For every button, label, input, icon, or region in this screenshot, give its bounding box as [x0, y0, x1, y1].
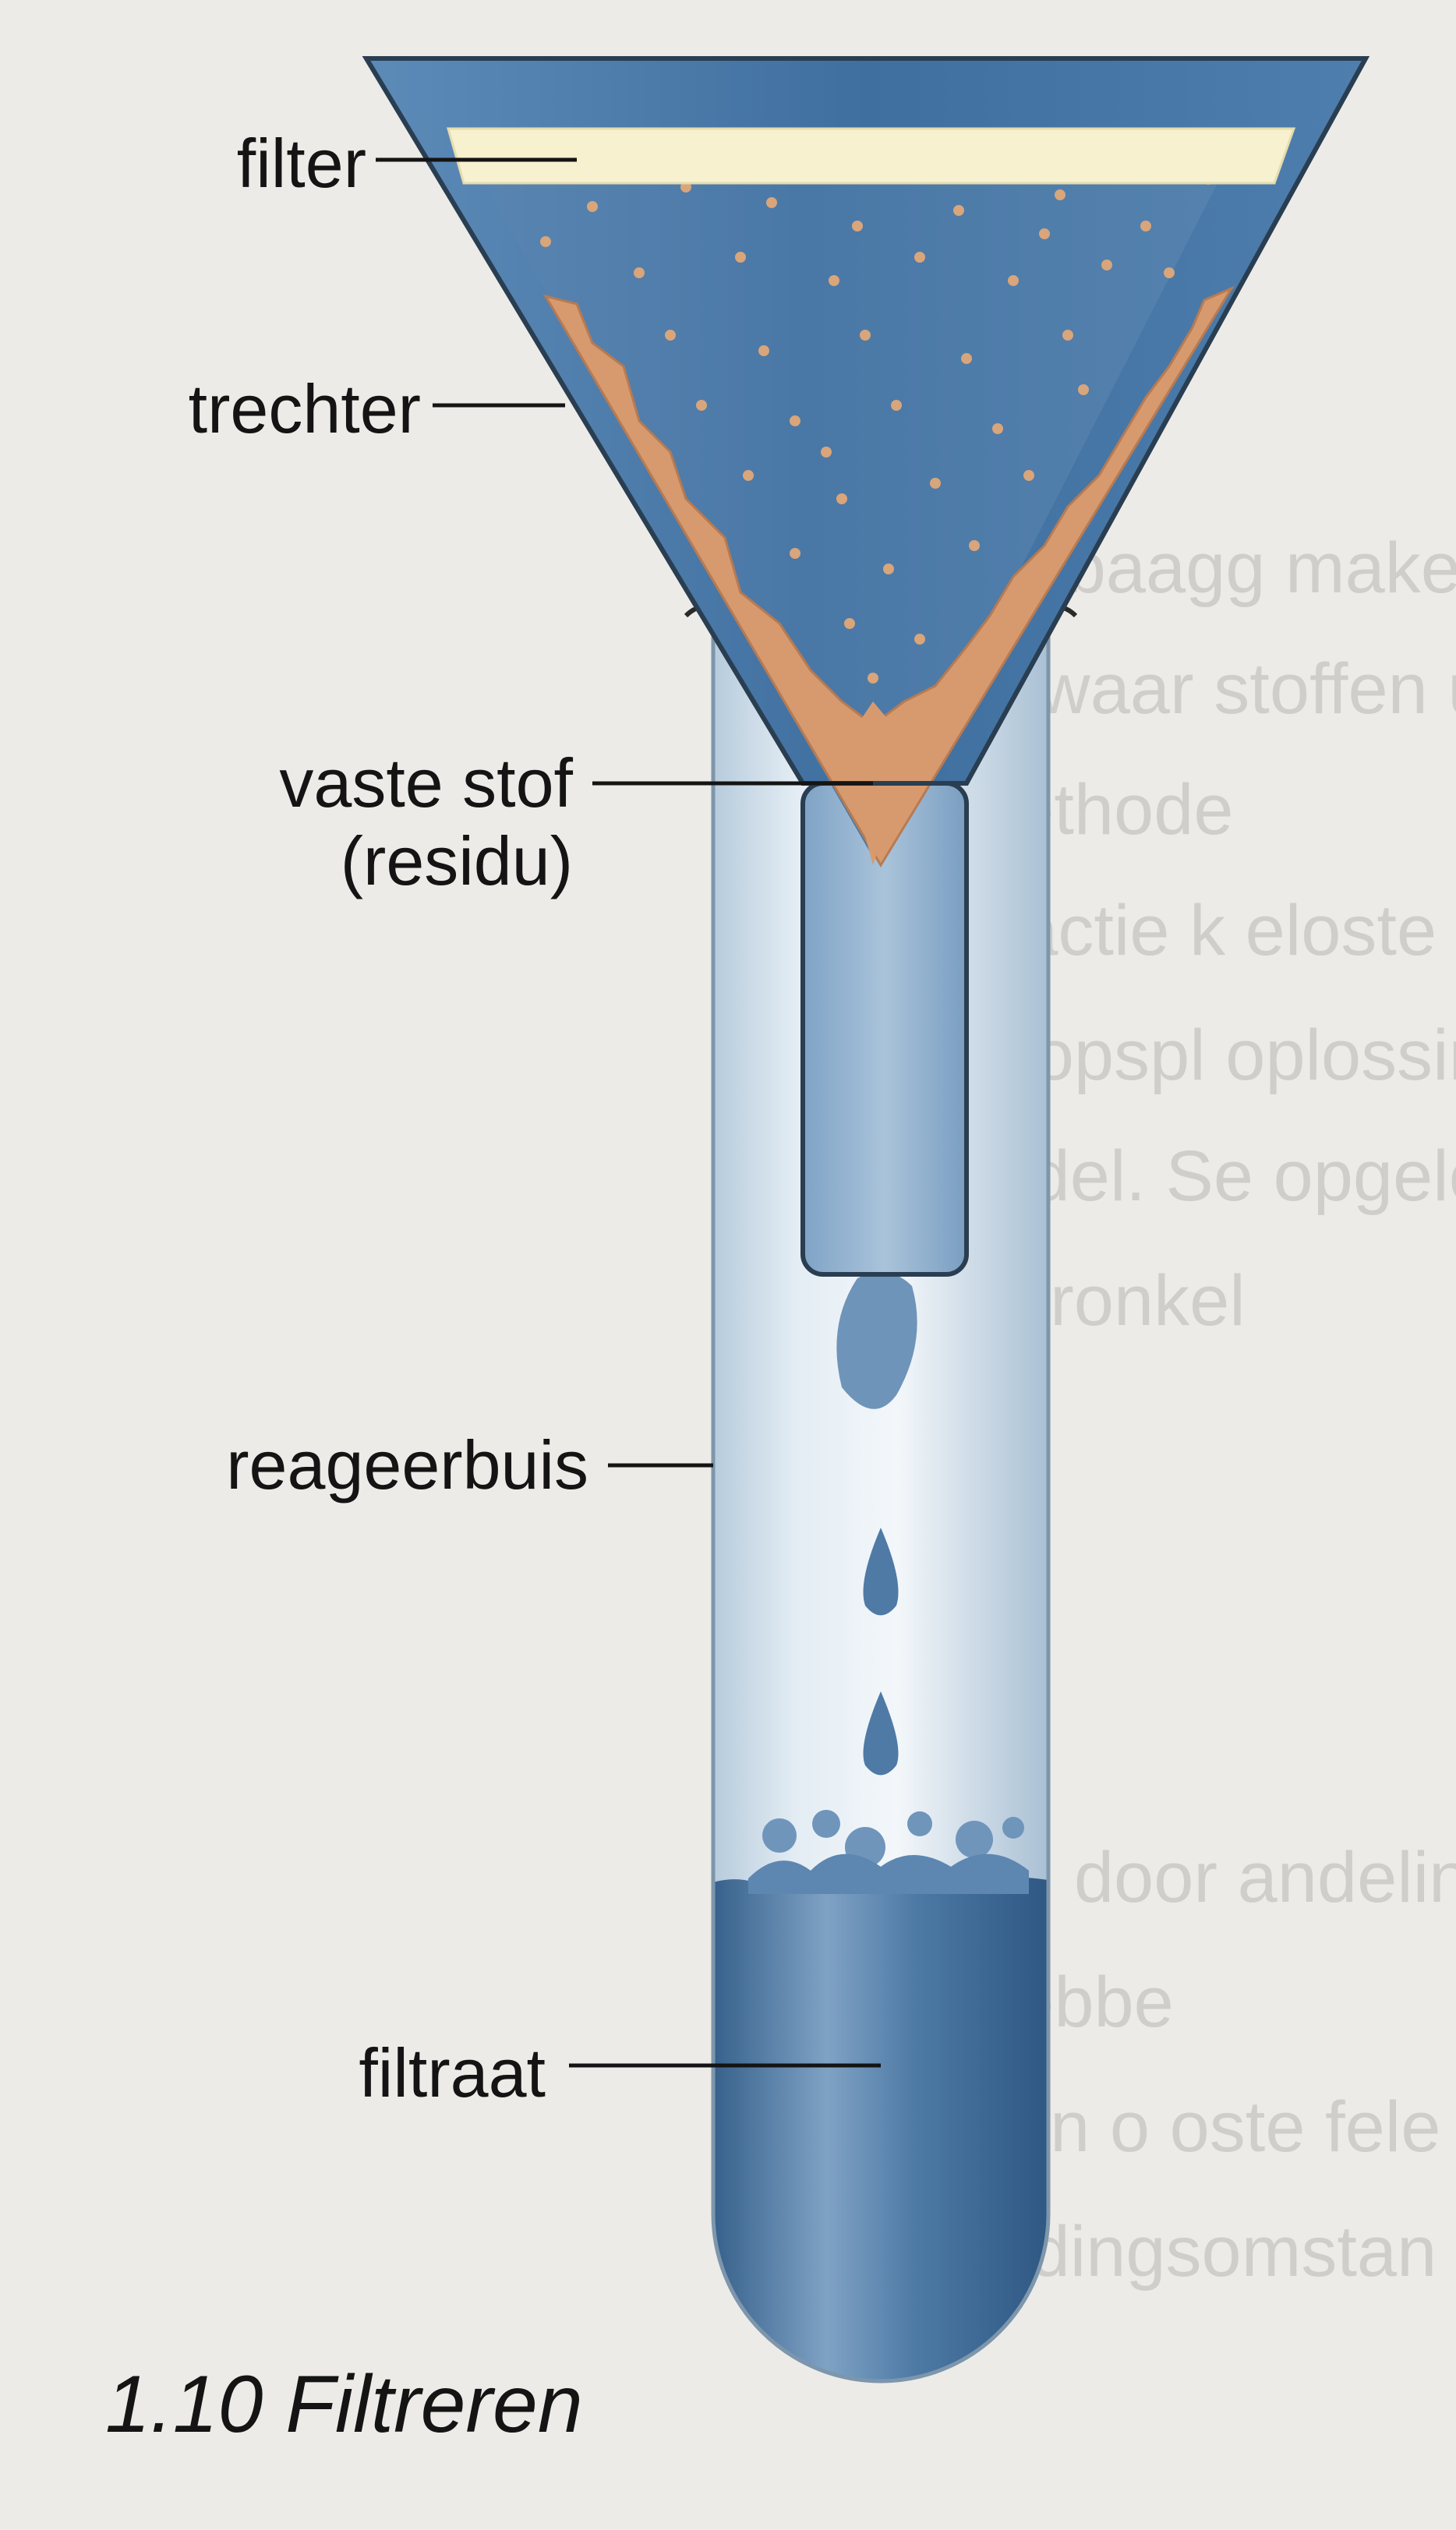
bleed-line: eidingsomstan	[974, 2212, 1437, 2291]
bleed-line: tractie k eloste	[974, 891, 1437, 970]
bleed-line: en door andeling	[974, 1838, 1456, 1917]
funnel-label: trechter	[189, 370, 421, 447]
bleed-line: van o oste fele	[974, 2087, 1440, 2167]
funnel	[362, 56, 1370, 867]
figure-caption: 1.10 Filtreren	[105, 2359, 583, 2450]
residue-label: (residu)	[341, 822, 573, 899]
background-bleed-text: losbaagg maken. e, waar stoffen uit neth…	[959, 528, 1456, 2291]
particles	[540, 158, 1214, 684]
filter-paper	[447, 127, 1296, 185]
filter-label: filter	[237, 125, 366, 202]
filtrate-liquid	[713, 1877, 1048, 2381]
bleed-line: iddel. Se opgeloste	[974, 1136, 1456, 1216]
leader-lines	[376, 157, 881, 2068]
splash	[748, 1810, 1029, 1894]
drops	[836, 1272, 917, 1776]
filtrate-label: filtraat	[359, 2034, 546, 2111]
solid-label: vaste stof	[279, 744, 573, 822]
test-tube-label: reageerbuis	[226, 1426, 588, 1504]
bleed-line: e opspl oplossing	[974, 1016, 1456, 1095]
